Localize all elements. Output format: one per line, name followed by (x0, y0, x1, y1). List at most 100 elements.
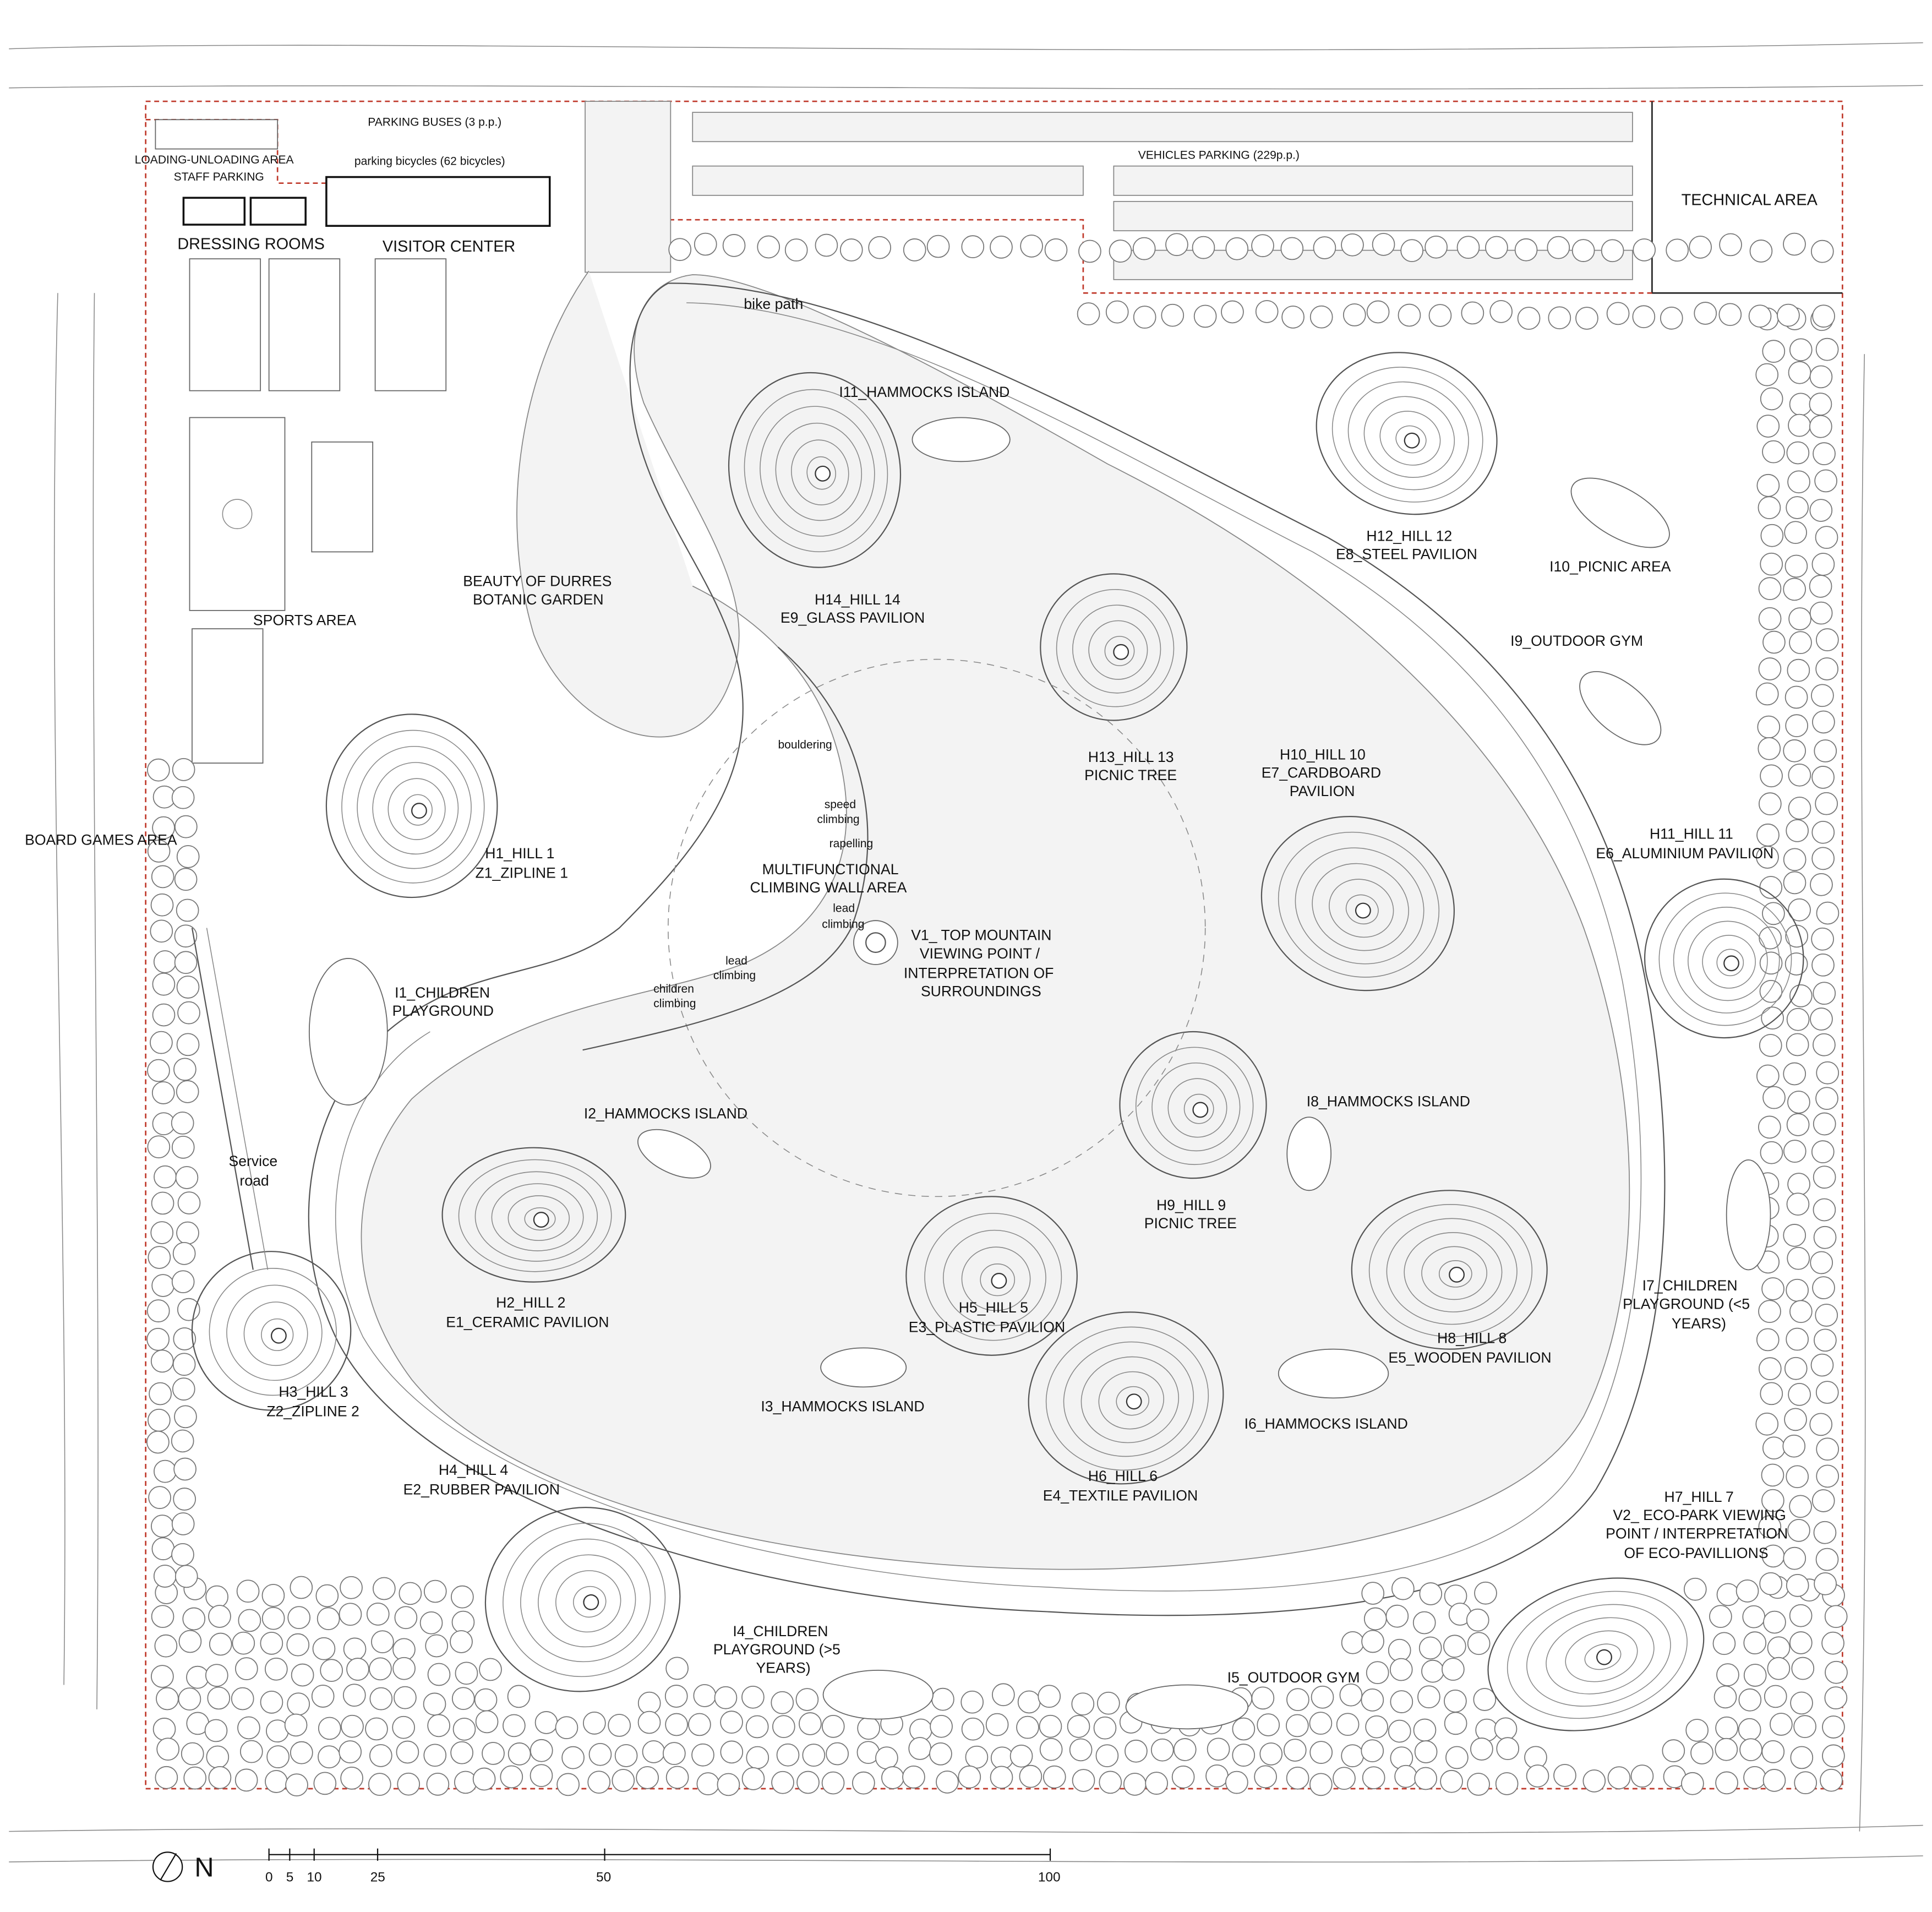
tree-icon (1715, 1716, 1738, 1740)
label-i10: I10_PICNIC AREA (1549, 558, 1671, 575)
tree-icon (1786, 441, 1810, 465)
hill-contours (1260, 816, 1455, 992)
tree-icon (1071, 1692, 1095, 1716)
tree-icon (799, 1712, 822, 1735)
tree-icon (1789, 984, 1813, 1007)
label-h4-b: E2_RUBBER PAVILION (403, 1481, 560, 1498)
label-children-a: children (653, 983, 694, 995)
hill-contours (728, 372, 902, 568)
tree-icon (1400, 239, 1423, 263)
scale-tick-label: 100 (1038, 1870, 1061, 1885)
tree-icon (1794, 1771, 1818, 1795)
viewing-point-v1 (853, 920, 898, 965)
tree-icon (1418, 1636, 1442, 1660)
tree-icon (1313, 236, 1336, 259)
tree-icon (1496, 1737, 1520, 1760)
tree-icon (150, 893, 174, 917)
tree-icon (1309, 1773, 1333, 1796)
tree-icon (1758, 1115, 1781, 1139)
tree-icon (1363, 1607, 1387, 1631)
tree-icon (396, 1740, 419, 1764)
activity-islands (308, 417, 1771, 1730)
hill-contours (1351, 1190, 1548, 1350)
tree-icon (174, 815, 198, 838)
label-h14-a: H14_HILL 14 (815, 591, 900, 608)
tree-icon (1812, 1276, 1835, 1299)
label-h3-b: Z2_ZIPLINE 2 (266, 1403, 359, 1420)
tree-icon (154, 1165, 177, 1189)
tree-icon (1789, 393, 1813, 416)
tree-icon (1485, 236, 1508, 259)
tree-icon (1749, 239, 1773, 263)
tree-icon (1815, 657, 1838, 680)
tree-icon (1760, 1382, 1783, 1406)
tree-icon (1283, 1739, 1307, 1762)
tree-icon (1689, 236, 1712, 259)
tree-icon (1660, 306, 1683, 330)
tree-icon (1038, 1685, 1061, 1708)
tree-icon (155, 1766, 178, 1789)
label-h9-a: H9_HILL 9 (1156, 1197, 1226, 1213)
tree-icon (1251, 1686, 1275, 1710)
tree-icon (1759, 979, 1783, 1003)
label-h10-a: H10_HILL 10 (1280, 746, 1366, 762)
tree-icon (1474, 1581, 1497, 1605)
tree-icon (146, 1299, 170, 1322)
hill-contours (1644, 878, 1804, 1039)
tree-icon (1783, 232, 1806, 256)
tree-icon (1762, 1086, 1786, 1109)
tree-icon (826, 1742, 849, 1766)
tree-icon (1443, 1635, 1466, 1658)
tree-icon (1811, 820, 1835, 844)
tree-icon (318, 1745, 341, 1769)
children-playground-i1 (308, 958, 388, 1105)
tree-icon (174, 924, 198, 948)
label-rapelling: rapelling (829, 837, 874, 850)
tree-icon (346, 1658, 369, 1681)
tree-icon (1078, 239, 1101, 263)
tree-icon (1389, 1658, 1413, 1681)
tree-icon (1789, 1300, 1813, 1323)
tree-icon (1761, 1740, 1785, 1763)
tree-icon (688, 1713, 711, 1736)
tree-icon (1020, 235, 1043, 258)
tree-icon (1398, 303, 1421, 327)
tree-icon (290, 1741, 313, 1764)
tree-icon (320, 1659, 343, 1682)
label-technical-area: TECHNICAL AREA (1682, 192, 1818, 209)
basketball-court (189, 258, 261, 391)
tree-icon (1019, 1764, 1043, 1788)
label-h7-b: V2_ ECO-PARK VIEWING (1613, 1507, 1786, 1523)
tree-icon (173, 1457, 197, 1481)
tree-icon (472, 1767, 496, 1791)
tree-icon (342, 1684, 366, 1707)
tree-icon (875, 1746, 898, 1770)
tree-icon (1093, 1716, 1117, 1740)
tree-icon (958, 1765, 981, 1789)
tree-icon (1784, 554, 1808, 578)
tree-icon (171, 1512, 195, 1535)
tree-icon (1232, 1744, 1256, 1767)
tree-icon (172, 1242, 196, 1265)
tree-icon (1758, 1515, 1782, 1538)
tree-icon (1759, 876, 1783, 899)
label-service-a: Service (228, 1153, 277, 1169)
tree-icon (1161, 303, 1185, 327)
tree-icon (150, 919, 173, 943)
label-staff-parking: STAFF PARKING (174, 171, 264, 183)
tree-icon (1788, 607, 1811, 630)
tree-icon (150, 1031, 173, 1054)
tree-icon (1255, 300, 1279, 323)
tree-icon (1812, 304, 1835, 328)
tree-icon (426, 1772, 450, 1796)
tree-icon (1814, 1328, 1837, 1352)
hill-contours (325, 713, 498, 898)
tree-icon (1783, 578, 1807, 601)
tree-icon (172, 1377, 195, 1401)
tree-icon (1786, 1574, 1809, 1597)
tree-icon (153, 950, 177, 973)
label-h7-a: H7_HILL 7 (1664, 1489, 1734, 1505)
tree-icon (174, 1565, 198, 1588)
label-h7-c: POINT / INTERPRETATION (1606, 1525, 1788, 1541)
tree-icon (174, 868, 198, 891)
